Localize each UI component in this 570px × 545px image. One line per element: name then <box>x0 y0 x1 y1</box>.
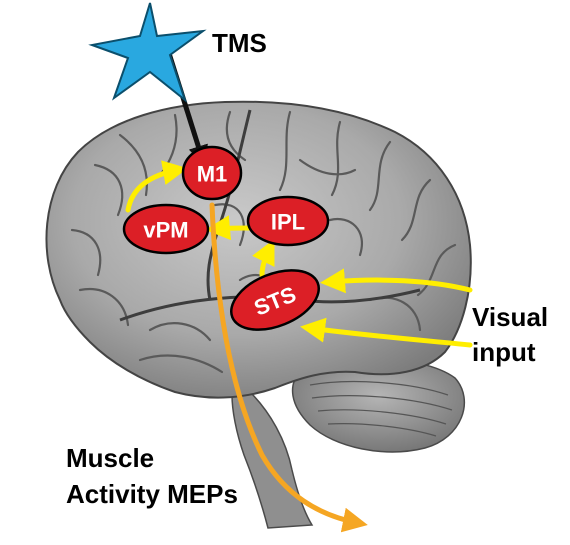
sts-to-ipl-arrow <box>252 239 275 278</box>
region-ipl: IPL <box>246 195 330 247</box>
cerebellum <box>291 358 465 453</box>
region-m1: M1 <box>181 145 243 201</box>
output-pathway-arrow <box>209 202 368 533</box>
muscle-activity-label-line1: Muscle <box>66 443 154 473</box>
visual-input-label-line2: input <box>472 337 536 367</box>
visual-input-arrow-upper <box>320 268 473 294</box>
tms-label: TMS <box>212 28 267 58</box>
visual-input-arrow-lower <box>300 317 473 348</box>
tms-star-icon <box>88 2 207 103</box>
region-vpm: vPM <box>122 203 210 255</box>
region-m1-label: M1 <box>197 162 228 187</box>
muscle-activity-label-line2: Activity MEPs <box>66 479 238 509</box>
region-ipl-label: IPL <box>271 210 305 235</box>
region-sts: STS <box>230 269 320 331</box>
vpm-to-m1-arrow <box>125 160 188 213</box>
brain-cerebrum <box>45 100 472 399</box>
visual-input-label-line1: Visual <box>472 302 548 332</box>
region-vpm-label: vPM <box>143 218 188 243</box>
visual-pathways <box>125 160 473 348</box>
ipl-to-vpm-arrow <box>205 215 253 241</box>
